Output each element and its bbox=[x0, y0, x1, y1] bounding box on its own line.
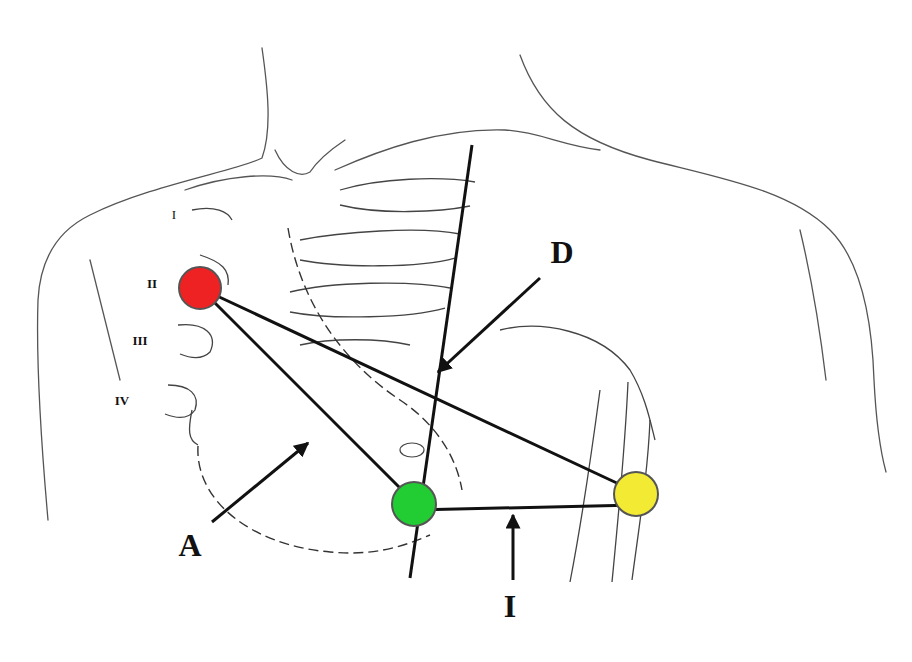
right-shoulder bbox=[520, 55, 886, 472]
rib bbox=[300, 230, 460, 266]
lead-line bbox=[414, 505, 636, 510]
electrodes bbox=[179, 267, 658, 526]
rib bbox=[190, 410, 198, 445]
clavicle bbox=[185, 176, 292, 190]
clavicle bbox=[335, 130, 600, 170]
pointer-arrows bbox=[212, 278, 540, 580]
arm-line bbox=[90, 260, 120, 380]
heart-border bbox=[288, 228, 462, 490]
lead-line bbox=[200, 288, 414, 502]
ribs bbox=[165, 179, 655, 582]
yellow-electrode bbox=[614, 472, 658, 516]
rib-number: IV bbox=[113, 393, 131, 408]
neck-notch bbox=[275, 140, 345, 174]
rib-number: I bbox=[170, 207, 178, 222]
red-electrode bbox=[179, 267, 221, 309]
lead-letter: A bbox=[176, 528, 203, 562]
lead-letter: I bbox=[502, 589, 518, 623]
lead-lines bbox=[200, 145, 636, 578]
rib bbox=[290, 283, 450, 317]
rib bbox=[192, 208, 232, 220]
rib-line bbox=[570, 390, 600, 582]
left-shoulder bbox=[37, 48, 268, 520]
lead-letter: D bbox=[548, 235, 575, 269]
pointer-arrow bbox=[512, 515, 515, 580]
rib-number: II bbox=[145, 276, 159, 291]
lead-line bbox=[200, 288, 636, 492]
rib bbox=[340, 179, 475, 212]
rib-number: III bbox=[130, 333, 149, 348]
pointer-arrow bbox=[438, 278, 540, 372]
pectoral bbox=[500, 326, 655, 440]
green-electrode bbox=[392, 482, 436, 526]
body-outline bbox=[37, 48, 886, 520]
navel-mark bbox=[400, 443, 424, 457]
pointer-arrow bbox=[212, 443, 308, 522]
rib bbox=[178, 325, 212, 358]
arm-line bbox=[800, 230, 826, 380]
